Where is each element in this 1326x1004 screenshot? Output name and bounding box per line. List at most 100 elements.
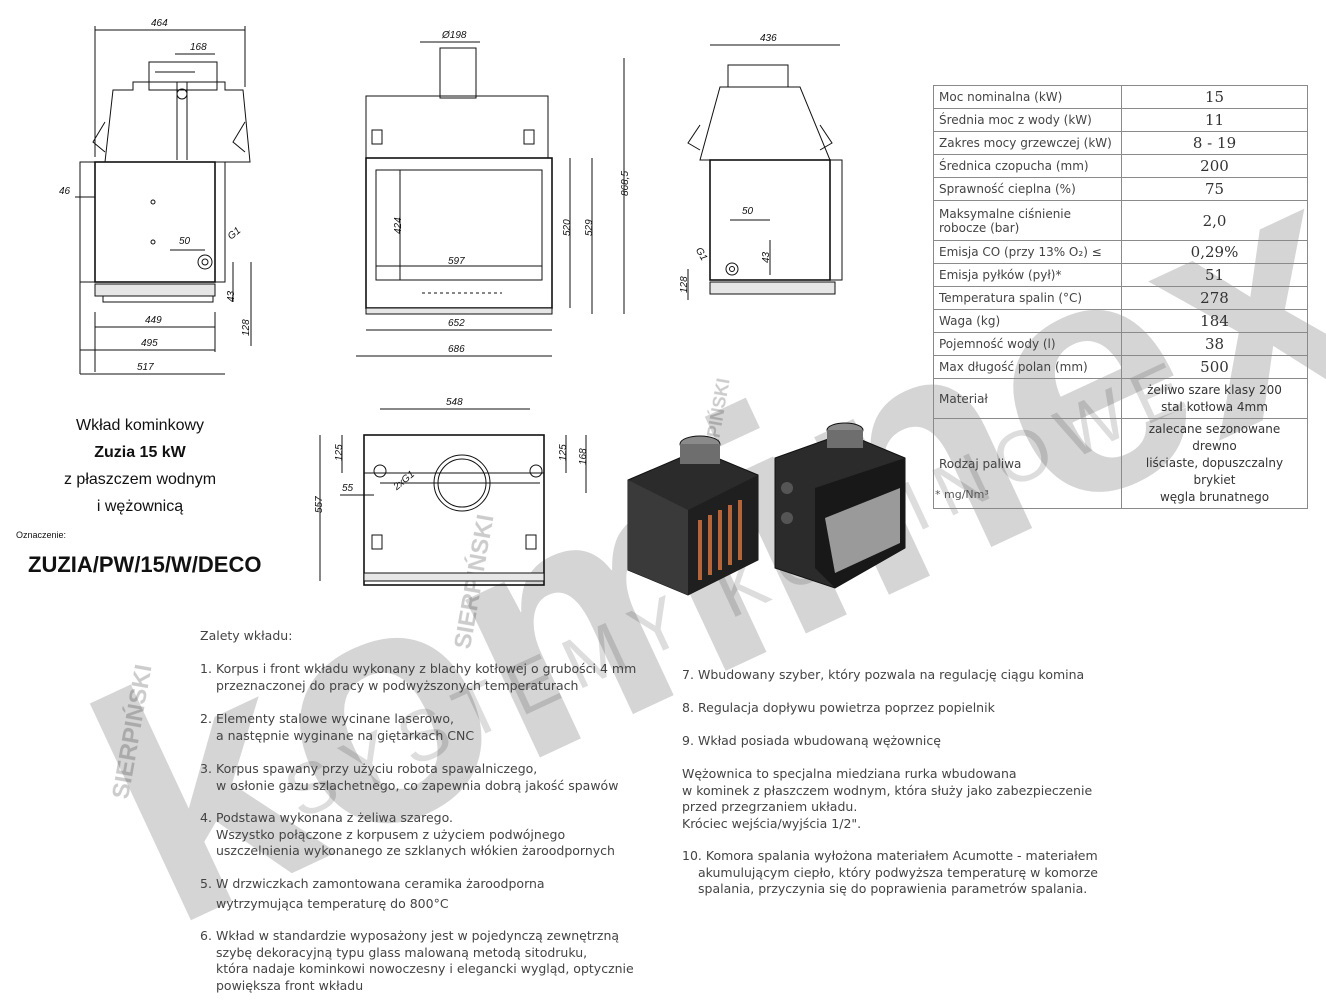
- table-row: Sprawność cieplna (%)75: [933, 177, 1308, 201]
- product-render-coil: [627, 435, 759, 596]
- product-line-4: i wężownicą: [96, 498, 184, 515]
- dim-right-50: 50: [742, 206, 754, 217]
- coil-note-line: Króciec wejścia/wyjścia 1/2".: [682, 815, 862, 831]
- spec-value: 0,29%: [1121, 240, 1308, 264]
- spec-label: Sprawność cieplna (%): [933, 177, 1122, 201]
- item-number: 4.: [200, 810, 212, 825]
- list-item: 9. Wkład posiada wbudowaną wężownicę: [682, 733, 941, 750]
- advantages-heading: Zalety wkładu:: [200, 628, 293, 643]
- spec-value: 8 - 19: [1121, 131, 1308, 155]
- spec-label: Materiał: [933, 378, 1122, 419]
- table-row: Pojemność wody (l)38: [933, 332, 1308, 356]
- list-item: 7. Wbudowany szyber, który pozwala na reg…: [682, 667, 1084, 684]
- item-number: 5.: [200, 876, 212, 891]
- dim-168: 168: [190, 42, 207, 53]
- spec-value: 2,0: [1121, 200, 1308, 241]
- item-text: powiększa front wkładu: [216, 977, 364, 993]
- item-number: 6.: [200, 928, 212, 943]
- dim-449: 449: [145, 315, 162, 326]
- item-text: przeznaczonej do pracy w podwyższonych t…: [216, 677, 579, 693]
- dim-right-43: 43: [761, 251, 772, 263]
- spec-label: Zakres mocy grzewczej (kW): [933, 131, 1122, 155]
- spec-value: 51: [1121, 263, 1308, 287]
- item-text: a następnie wyginane na giętarkach CNC: [216, 727, 475, 743]
- dim-top-168: 168: [578, 448, 589, 465]
- item-number: 1.: [200, 661, 212, 676]
- item-number: 2.: [200, 711, 212, 726]
- dim-46: 46: [59, 186, 71, 197]
- dim-128: 128: [241, 319, 252, 336]
- item-number: 3.: [200, 761, 212, 776]
- spec-value-line: węgla brunatnego: [1159, 490, 1270, 504]
- dim-424: 424: [393, 217, 404, 234]
- spec-value: 75: [1121, 177, 1308, 201]
- item-text: Wszystko połączone z korpusem z użyciem …: [216, 826, 566, 842]
- table-row: Max długość polan (mm)500: [933, 355, 1308, 379]
- spec-label: Moc nominalna (kW): [933, 85, 1122, 109]
- item-number: 7.: [682, 667, 694, 682]
- spec-value: 500: [1121, 355, 1308, 379]
- dim-686: 686: [448, 344, 465, 355]
- dim-495: 495: [141, 338, 158, 349]
- spec-value: 278: [1121, 286, 1308, 310]
- product-render-glass: [774, 422, 906, 589]
- item-text: która nadaje kominkowi nowoczesny i eleg…: [216, 961, 634, 976]
- front-view-drawing: 464 168 46 50 G1 43 128 449 495 517: [59, 18, 252, 375]
- watermark-badge-1: SIERPIŃSKI: [106, 662, 157, 801]
- item-number: 10.: [682, 848, 702, 863]
- spec-footnote: * mg/Nm³: [935, 488, 989, 501]
- spec-value: 200: [1121, 154, 1308, 178]
- dim-43: 43: [226, 290, 237, 302]
- item-text: Korpus spawany przy użyciu robota spawal…: [216, 761, 538, 776]
- item-text: Podstawa wykonana z żeliwa szarego.: [216, 810, 454, 825]
- item-text: spalania, przyczynia się do poprawienia …: [698, 881, 1088, 896]
- door-view-drawing: Ø198 868,5 424 520 529 597 652 686: [356, 30, 631, 357]
- top-view-drawing: 548 125 125 168 55 2xG1 557: [314, 397, 589, 586]
- list-item: 2. Elementy stalowe wycinane laserowo, a …: [200, 711, 474, 744]
- list-item: 4. Podstawa wykonana z żeliwa szarego. Ws…: [200, 810, 615, 860]
- coil-note-line: w kominek z płaszczem wodnym, która służ…: [682, 782, 1093, 798]
- designation: ZUZIA/PW/15/W/DECO: [28, 552, 262, 577]
- dim-517: 517: [137, 362, 154, 373]
- table-row: Moc nominalna (kW)15: [933, 85, 1308, 109]
- dim-50: 50: [179, 236, 191, 247]
- spec-value: zalecane sezonowane drewno liściaste, do…: [1121, 418, 1308, 509]
- product-title: Wkład kominkowy Zuzia 15 kW z płaszczem …: [30, 412, 250, 520]
- item-number: 9.: [682, 733, 694, 748]
- spec-label: Pojemność wody (l): [933, 332, 1122, 356]
- product-line-1: Wkład kominkowy: [75, 417, 205, 434]
- item-text: akumulującym ciepło, który podwyższa tem…: [698, 864, 1098, 880]
- list-item: 8. Regulacja dopływu powietrza poprzez po…: [682, 700, 995, 717]
- list-item: 10. Komora spalania wyłożona materiałem …: [682, 848, 1098, 898]
- table-row: Emisja pyłków (pył)*51: [933, 263, 1308, 287]
- item-text: szybę dekoracyjną typu glass malowaną me…: [216, 944, 588, 960]
- spec-label: Średnia moc z wody (kW): [933, 108, 1122, 132]
- spec-label: Średnica czopucha (mm): [933, 154, 1122, 178]
- dim-520: 520: [562, 219, 573, 236]
- item-text: Elementy stalowe wycinane laserowo,: [216, 711, 455, 726]
- table-row: Średnia moc z wody (kW)11: [933, 108, 1308, 132]
- item-text: Komora spalania wyłożona materiałem Acum…: [705, 848, 1098, 863]
- spec-value: 11: [1121, 108, 1308, 132]
- spec-label: Maksymalne ciśnienie robocze (bar): [933, 200, 1122, 241]
- item-text: Regulacja dopływu powietrza poprzez popi…: [698, 700, 995, 715]
- spec-value-line: stal kotłowa 4mm: [1161, 399, 1268, 414]
- list-item: 5. W drzwiczkach zamontowana ceramika żar…: [200, 876, 545, 912]
- list-item: 3. Korpus spawany przy użyciu robota spaw…: [200, 761, 618, 794]
- dim-548: 548: [446, 397, 463, 408]
- dim-436: 436: [760, 33, 777, 44]
- product-line-2: Zuzia 15 kW: [94, 444, 186, 461]
- table-row: Waga (kg)184: [933, 309, 1308, 333]
- item-text: Korpus i front wkładu wykonany z blachy …: [216, 661, 637, 676]
- item-text: Wkład posiada wbudowaną wężownicę: [698, 733, 941, 748]
- side-view-drawing: 436 50 G1 43 128: [679, 33, 843, 300]
- item-text: W drzwiczkach zamontowana ceramika żaroo…: [216, 876, 545, 891]
- spec-table: Moc nominalna (kW)15 Średnia moc z wody …: [933, 85, 1308, 509]
- dim-557: 557: [314, 496, 325, 513]
- item-number: 8.: [682, 700, 694, 715]
- list-item: 1. Korpus i front wkładu wykonany z blach…: [200, 661, 636, 694]
- spec-label: Emisja pyłków (pył)*: [933, 263, 1122, 287]
- spec-value-line: zalecane sezonowane drewno: [1148, 422, 1281, 453]
- table-row: Rodzaj paliwa zalecane sezonowane drewno…: [933, 418, 1308, 509]
- item-text: Wbudowany szyber, który pozwala na regul…: [698, 667, 1085, 682]
